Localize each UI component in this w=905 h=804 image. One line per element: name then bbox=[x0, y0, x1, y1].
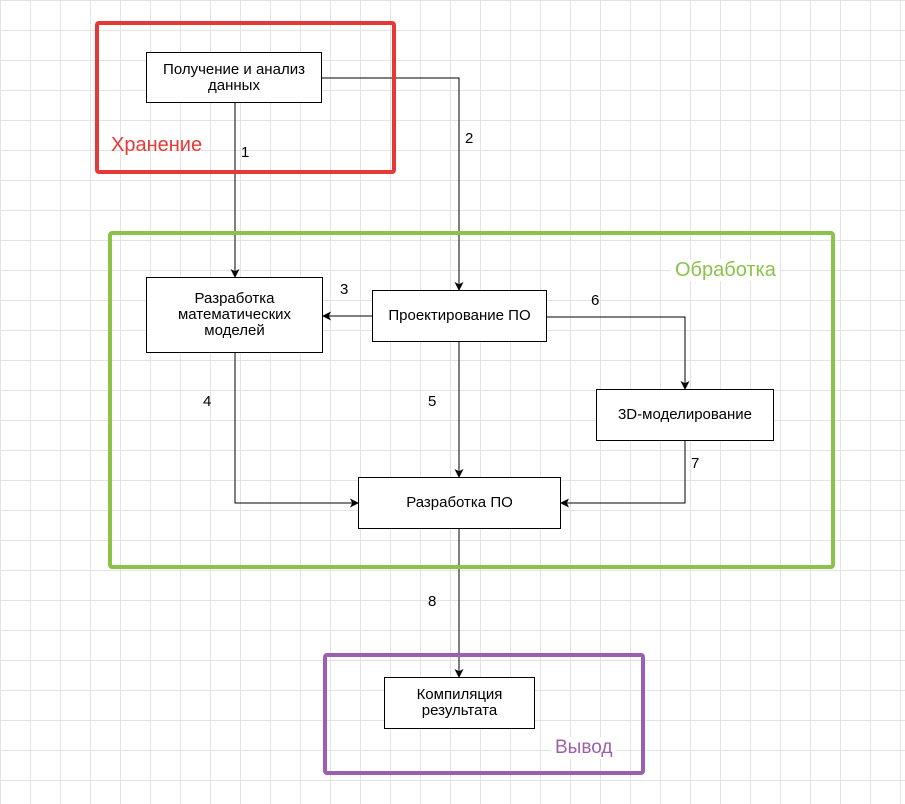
software-design-node[interactable]: Проектирование ПО bbox=[372, 290, 547, 342]
data-analysis-node[interactable]: Получение и анализ данных bbox=[146, 52, 322, 103]
modeling-3d-node[interactable]: 3D-моделирование bbox=[596, 389, 774, 441]
edge-label-6: 6 bbox=[591, 292, 600, 309]
edge-label-4: 4 bbox=[203, 393, 212, 410]
processing-zone[interactable] bbox=[108, 231, 835, 569]
output-zone-label: Вывод bbox=[551, 737, 617, 759]
software-dev-node[interactable]: Разработка ПО bbox=[358, 477, 561, 529]
edge-label-5: 5 bbox=[428, 393, 437, 410]
edge-4-line bbox=[234, 353, 359, 508]
edge-2-line bbox=[322, 77, 464, 291]
storage-zone-label: Хранение bbox=[111, 134, 203, 156]
edge-6-line bbox=[547, 316, 690, 390]
edge-label-1: 1 bbox=[241, 144, 250, 161]
storage-zone[interactable] bbox=[95, 21, 396, 174]
edge-label-8: 8 bbox=[428, 593, 437, 610]
math-models-node[interactable]: Разработка математических моделей bbox=[146, 277, 323, 353]
processing-zone-label: Обработка bbox=[671, 259, 780, 281]
output-zone[interactable] bbox=[323, 653, 645, 775]
edge-label-2: 2 bbox=[465, 130, 474, 147]
compile-result-node[interactable]: Компиляция результата bbox=[384, 677, 535, 729]
edge-label-3: 3 bbox=[340, 281, 349, 298]
edge-7-line bbox=[560, 441, 686, 508]
edge-label-7: 7 bbox=[691, 455, 700, 472]
